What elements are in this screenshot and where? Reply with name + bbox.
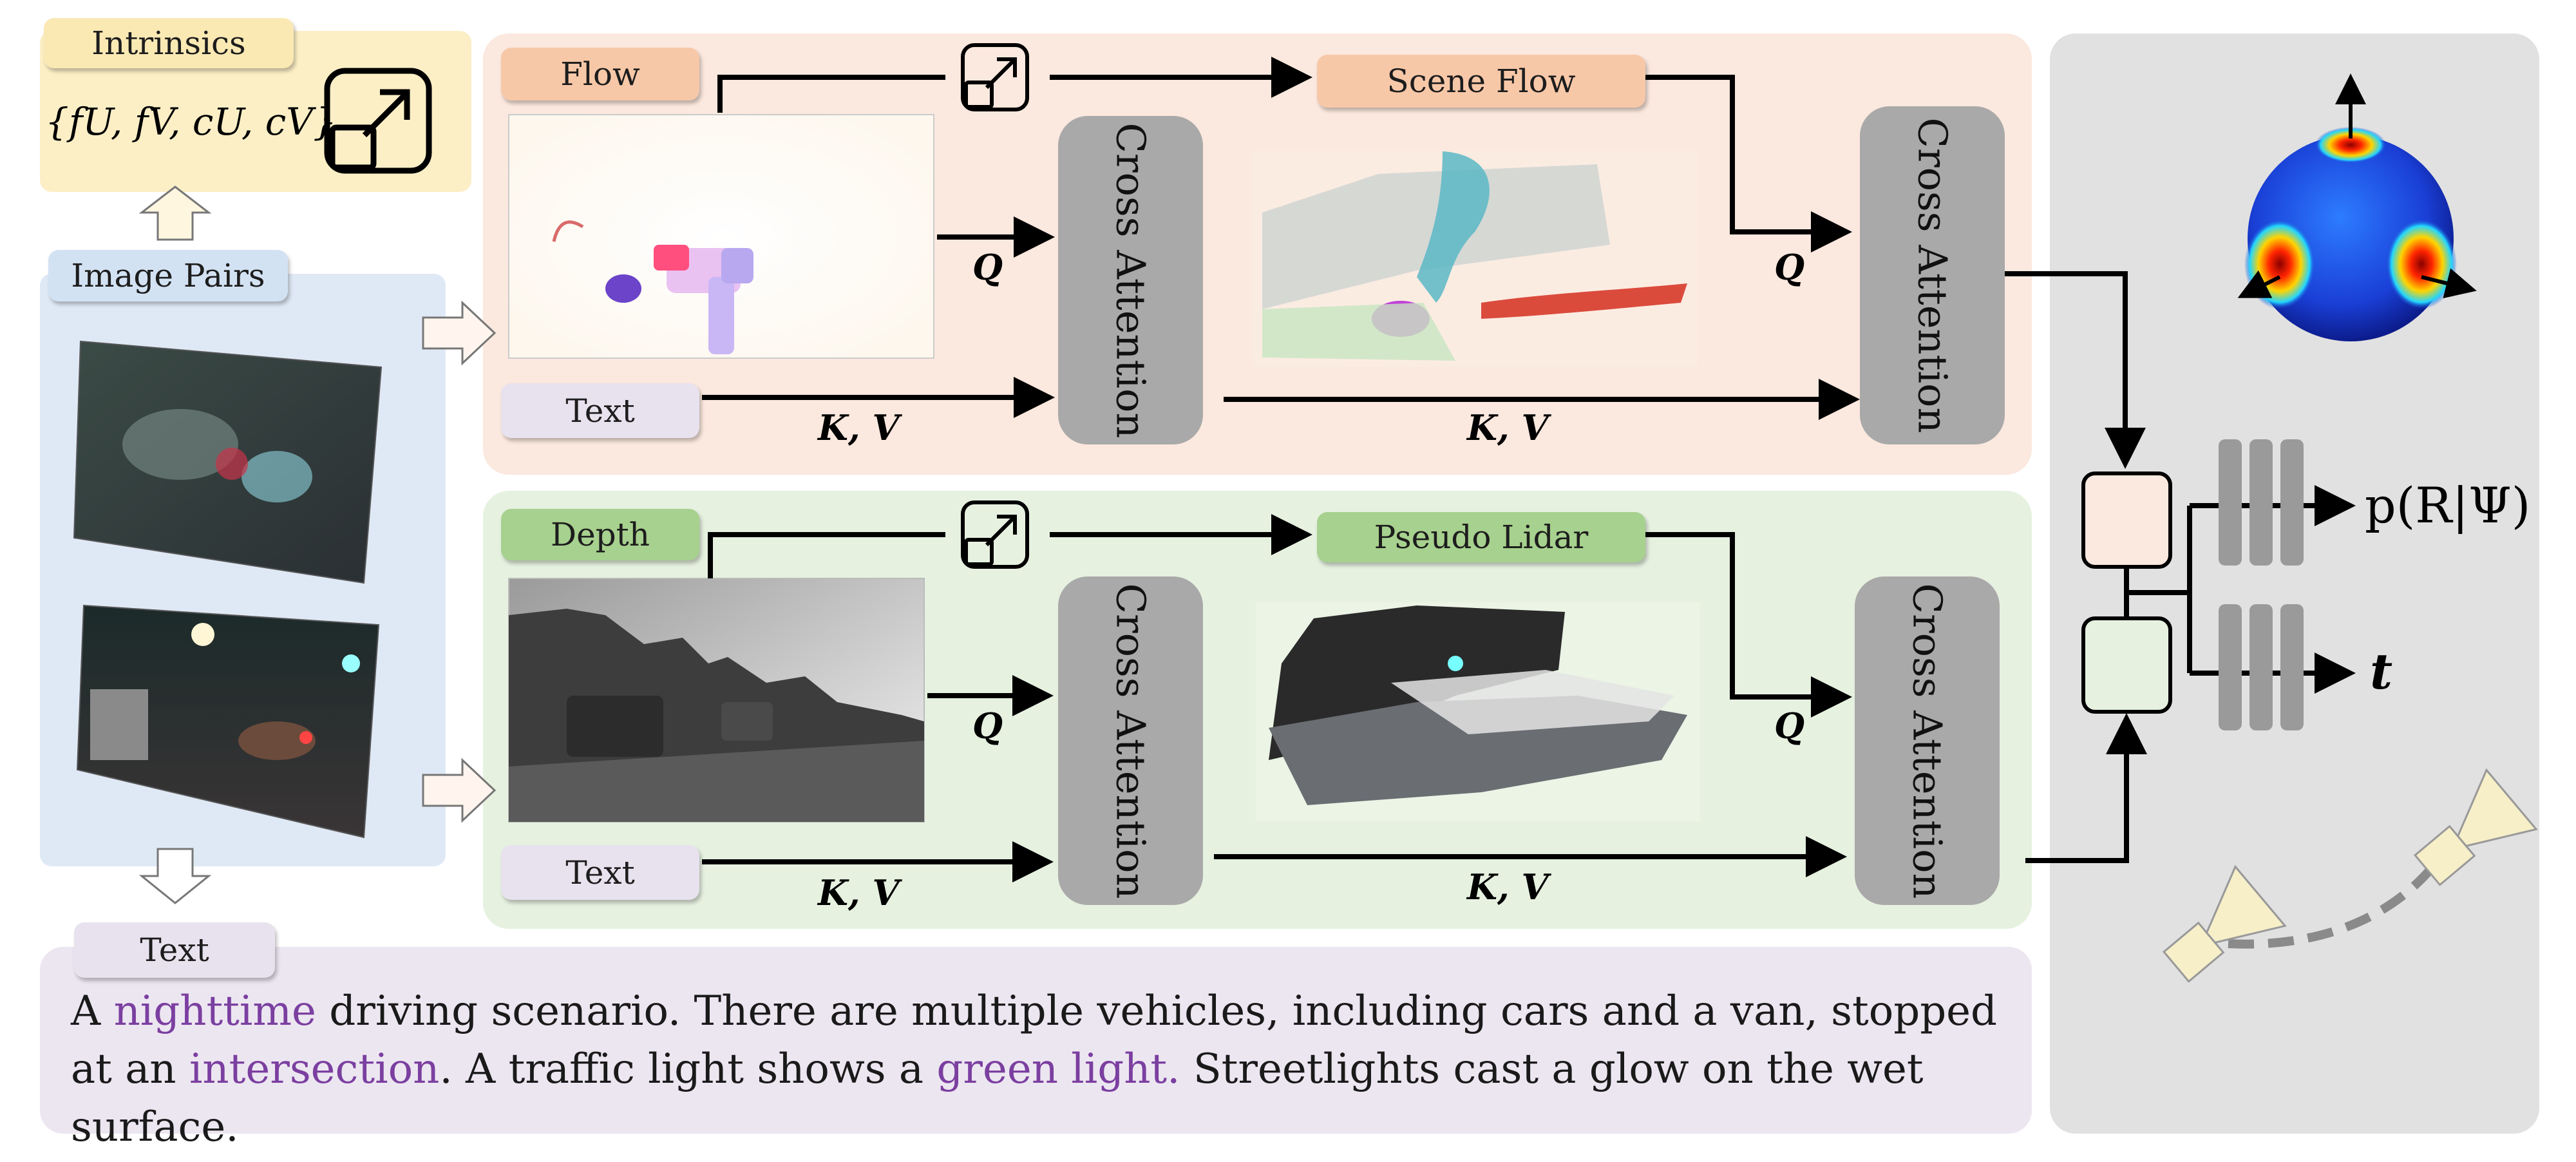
depth-map-image [508, 578, 925, 823]
right-hollow-arrow-flow [422, 300, 497, 366]
optical-flow-image [508, 114, 934, 359]
intrinsics-params: {fU, fV, cU, cV} [45, 100, 337, 144]
cross-attention-depth-2: Cross Attention [1855, 576, 2000, 905]
kv-label-depth-2: K, V [1467, 866, 1549, 908]
kv-label-depth-1: K, V [818, 872, 900, 913]
rotation-head-layers [2219, 439, 2304, 566]
translation-output-label: t [2370, 643, 2393, 700]
caption-text-3: . A traffic light shows a [439, 1045, 937, 1093]
cross-attention-depth-1: Cross Attention [1058, 576, 1203, 905]
expand-icon-depth [961, 500, 1029, 569]
pseudo-lidar-label: Pseudo Lidar [1317, 512, 1645, 562]
expand-icon [324, 68, 432, 174]
night-street-image [76, 604, 380, 839]
caption-highlight-intersection: intersection [189, 1045, 440, 1093]
caption-text-2: driving scenario. There are multiple veh… [71, 987, 1997, 1093]
caption-highlight-green-light: green light. [936, 1045, 1180, 1093]
image-pairs-label: Image Pairs [48, 250, 288, 301]
q-label-flow-1: Q [972, 247, 1003, 288]
text-label-caption: Text [74, 922, 275, 978]
caption-panel [40, 947, 2032, 1134]
flow-label: Flow [501, 48, 699, 100]
right-hollow-arrow-depth [422, 757, 497, 823]
expand-icon-flow [961, 43, 1029, 111]
caption-text-1: A [71, 987, 114, 1035]
rainy-image [73, 340, 383, 584]
rotation-output-label: p(R|Ψ) [2365, 477, 2531, 534]
kv-label-flow-1: K, V [818, 407, 900, 448]
q-label-flow-2: Q [1774, 247, 1805, 288]
flow-branch-arrows [702, 57, 2146, 469]
pseudo-lidar-cloud [1256, 602, 1700, 821]
up-hollow-arrow [138, 186, 212, 241]
caption-text-4: Streetlights cast a glow on the wet surf… [71, 1045, 1924, 1151]
kv-label-flow-2: K, V [1467, 407, 1549, 448]
scene-flow-cloud [1253, 151, 1697, 367]
depth-branch-arrows [702, 514, 2147, 882]
camera-trajectory [2162, 768, 2538, 983]
translation-head-layers [2219, 604, 2304, 730]
text-label-depth: Text [501, 845, 699, 900]
rotation-distribution-sphere [2237, 73, 2477, 341]
caption-highlight-nighttime: nighttime [113, 987, 316, 1035]
q-label-depth-2: Q [1774, 705, 1805, 747]
q-label-depth-1: Q [972, 705, 1003, 747]
intrinsics-label: Intrinsics [44, 18, 294, 68]
scene-caption: A nighttime driving scenario. There are … [71, 982, 2016, 1156]
flow-feature-box [2081, 471, 2172, 569]
down-hollow-arrow [138, 848, 212, 904]
cross-attention-flow-2: Cross Attention [1860, 106, 2005, 444]
scene-flow-label: Scene Flow [1317, 55, 1645, 108]
depth-feature-box [2081, 616, 2172, 714]
text-label-flow: Text [501, 383, 699, 438]
cross-attention-flow-1: Cross Attention [1058, 116, 1203, 444]
depth-label: Depth [501, 509, 699, 560]
